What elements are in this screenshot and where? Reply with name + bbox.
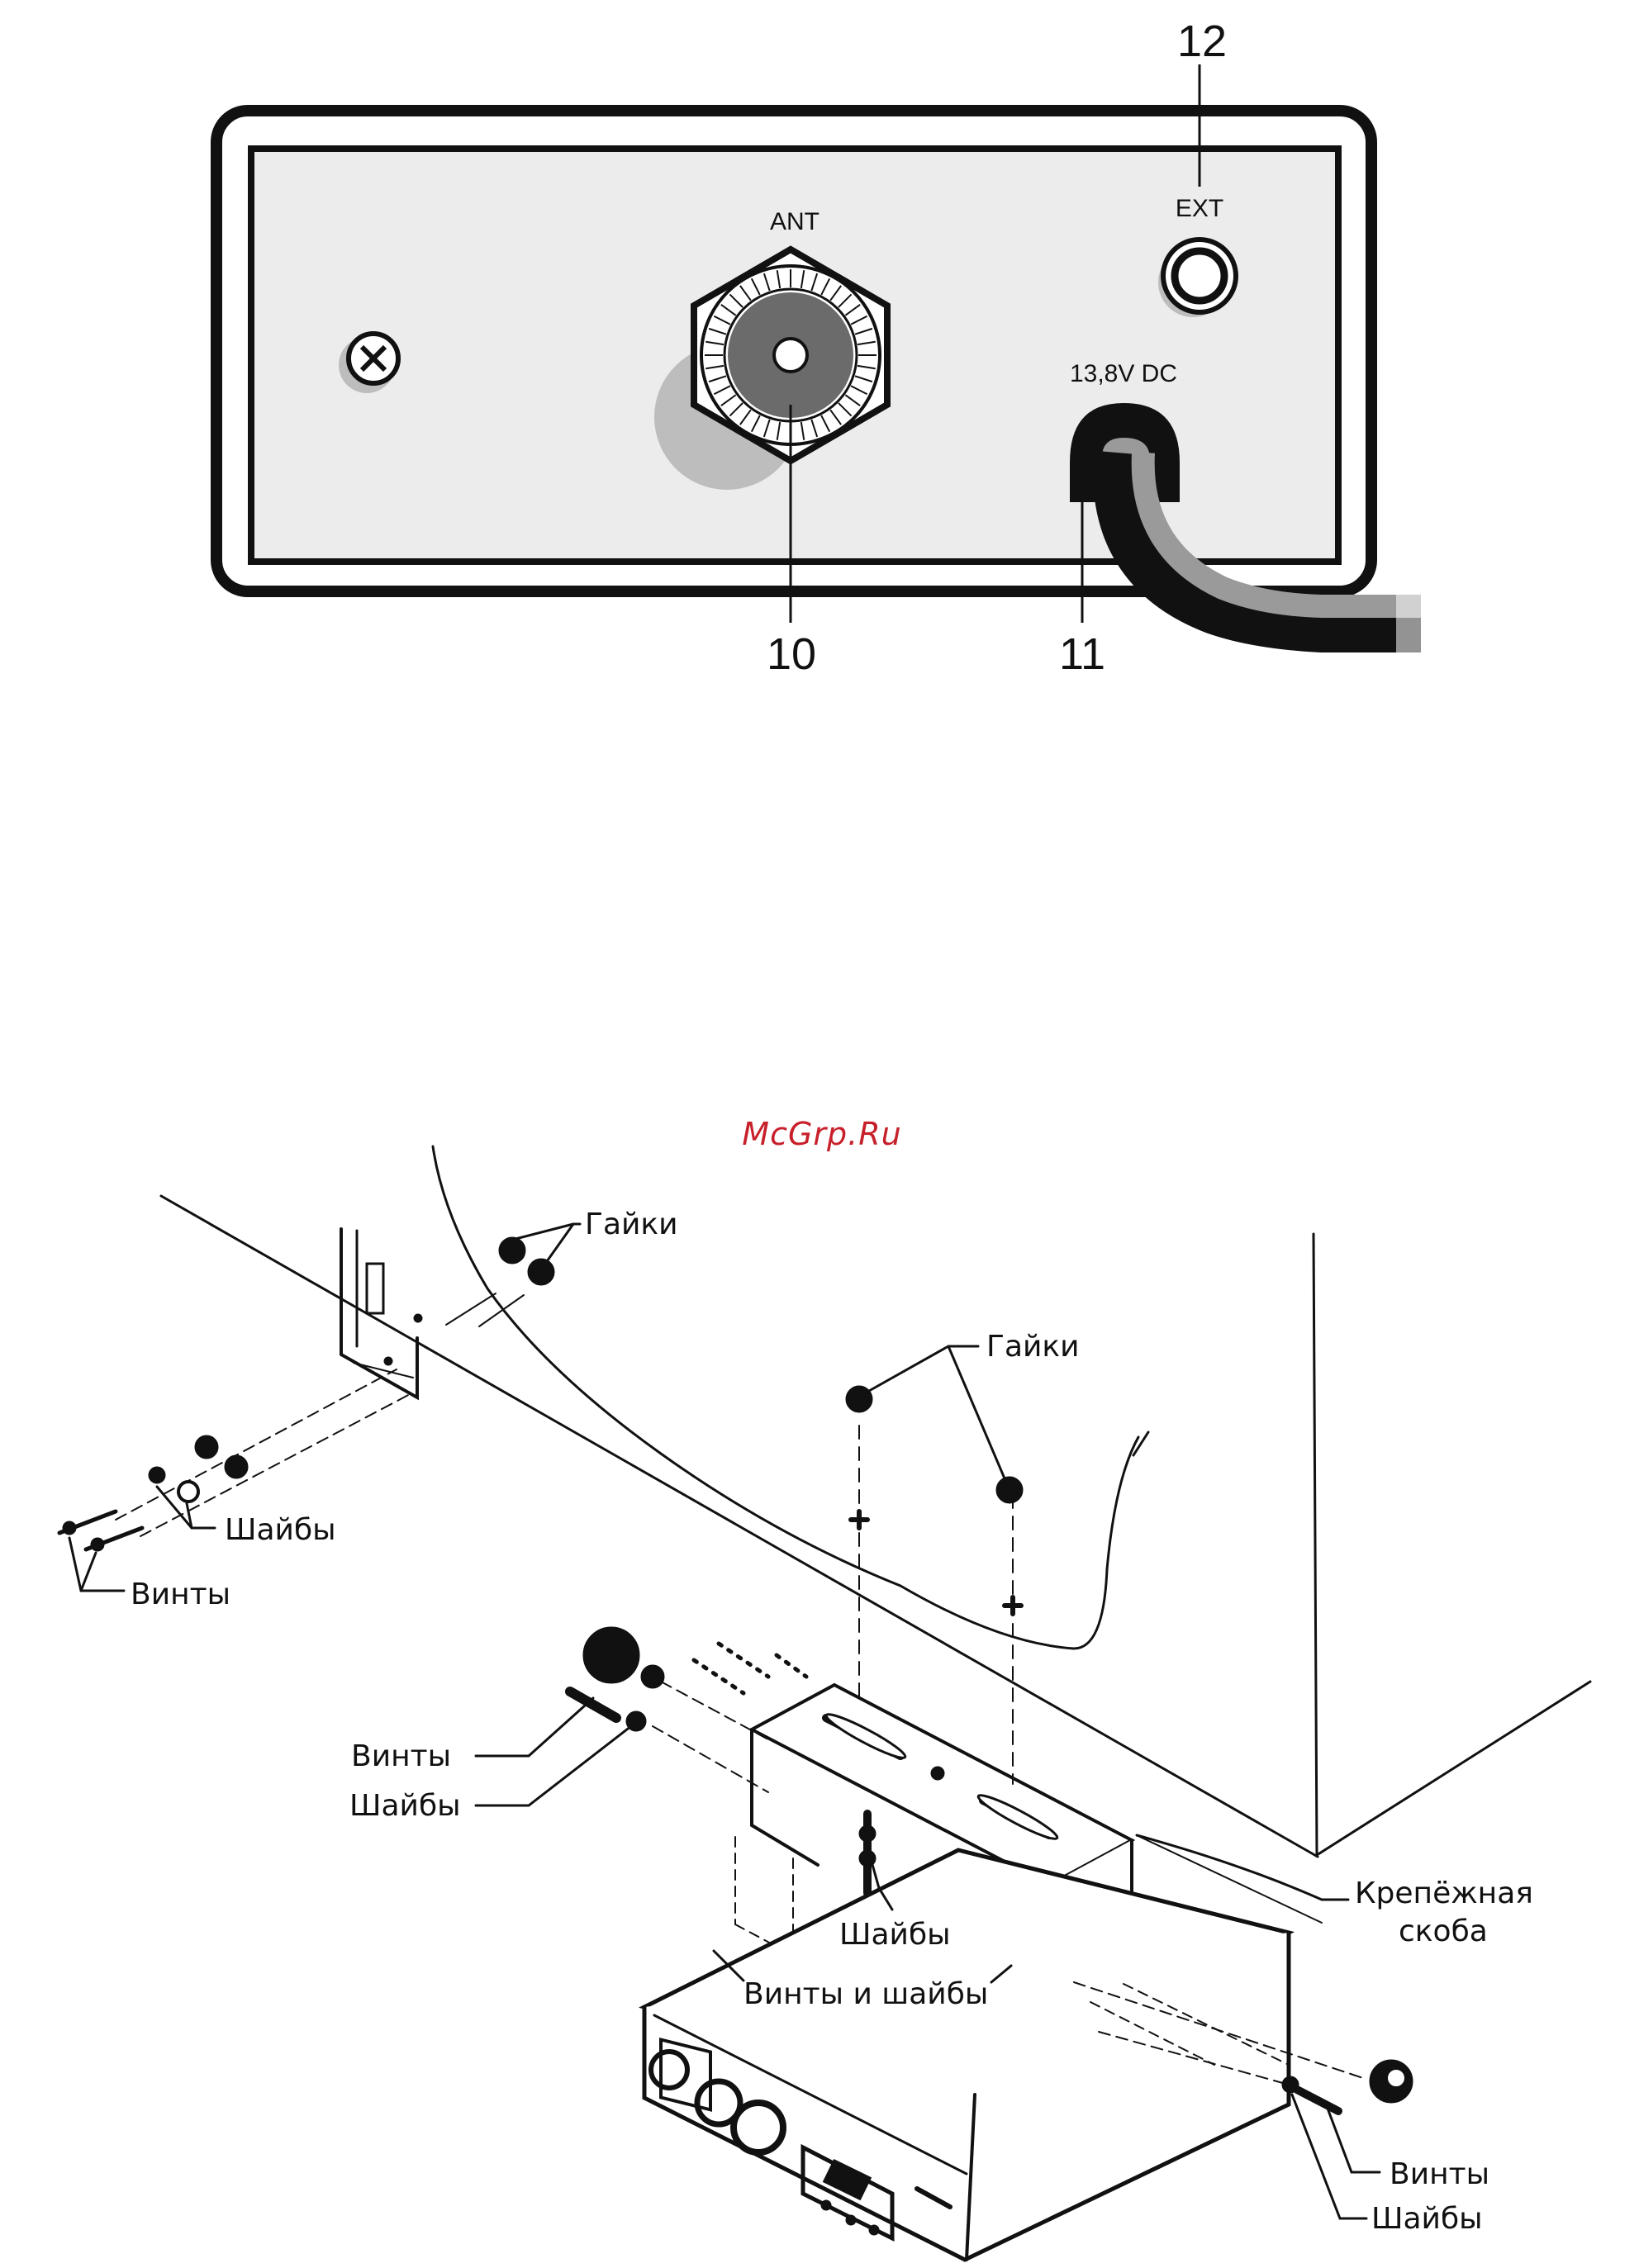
leader-nuts-left [515,1224,580,1264]
label-nuts-right: Гайки [986,1330,1080,1364]
label-washers-left: Шайбы [225,1513,336,1547]
ext-label: EXT [1176,195,1223,222]
watermark: McGrp.Ru [742,1116,901,1152]
mid-knob-icon [583,1627,664,1688]
mid-screws-icon [570,1692,646,1731]
label-screws-mid: Винты [351,1739,451,1773]
label-nuts-left: Гайки [585,1208,678,1241]
ext-jack-icon [1158,240,1236,317]
label-screws-right: Винты [1390,2157,1489,2191]
callout-10: 10 [767,629,816,679]
left-side-bracket [341,1229,422,1397]
callout-11: 11 [1059,629,1105,679]
label-bracket-line2: скоба [1399,1915,1488,1948]
cable-wire [433,1146,1138,1649]
label-bracket-line1: Крепёжная [1355,1877,1533,1910]
power-label: 13,8V DC [1070,360,1177,387]
callout-12: 12 [1177,17,1227,66]
mounting-diagram [59,1146,1590,2260]
leader-screws-mid [476,1698,593,1756]
label-washers-mid: Шайбы [349,1789,461,1823]
leader-washers-mid [476,1726,631,1805]
leader-screws-right [1327,2106,1380,2172]
rear-panel-diagram: ANT EXT 13,8V DC 10 11 12 [216,17,1454,679]
left-washers-icon [149,1467,198,1502]
label-screws-and-washers: Винты и шайбы [743,1977,988,2011]
leader-nuts-right [869,1346,1005,1478]
ant-label: ANT [770,208,820,235]
wall-edge [1314,1234,1590,1855]
label-washers-center: Шайбы [839,1918,951,1952]
cb-radio-unit [644,1850,1289,2260]
right-knob-icon [1370,2060,1413,2103]
label-washers-right: Шайбы [1371,2202,1483,2236]
top-nuts-icon [846,1386,1023,1614]
label-screws-left: Винты [131,1578,230,1611]
